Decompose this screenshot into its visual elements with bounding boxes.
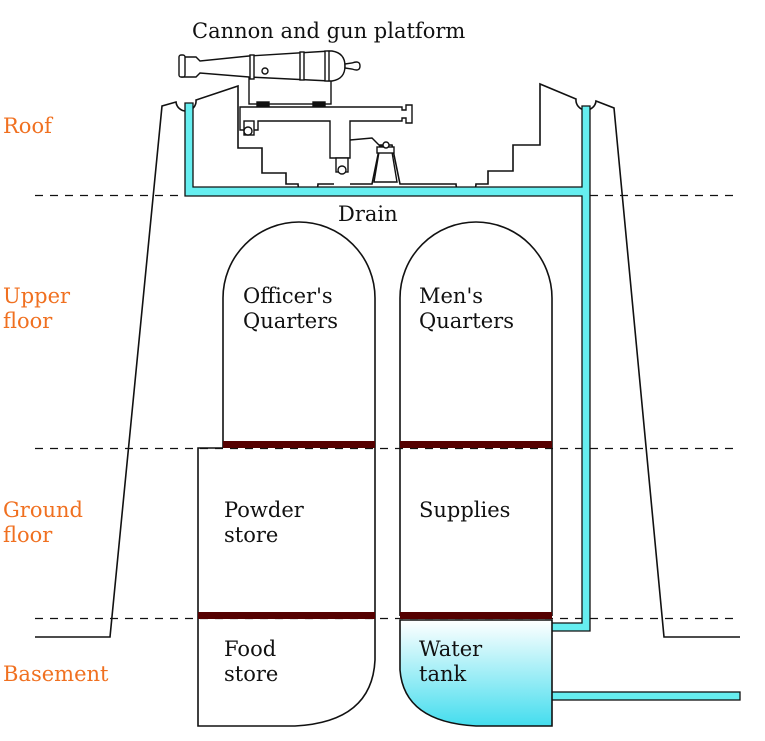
label-water-tank: Water <box>419 637 483 661</box>
label-water-tank-2: tank <box>419 662 466 686</box>
barrel-muzzle-ring <box>178 54 186 78</box>
food-store-room <box>197 616 376 727</box>
cannon <box>178 50 361 107</box>
right-wall <box>350 82 740 638</box>
barrel-band-2 <box>299 51 305 81</box>
beam-supplies-lower <box>400 612 552 619</box>
trunnion <box>261 67 269 75</box>
floor-divider-lines <box>35 194 740 620</box>
carriage-wheel-front <box>256 101 270 107</box>
water-tank <box>399 619 553 727</box>
platform-slide <box>239 104 413 159</box>
cascabel <box>344 61 361 71</box>
gun-platform <box>239 104 413 183</box>
floor-label-roof: Roof <box>3 114 54 138</box>
floor-label-ground-2: floor <box>3 523 53 547</box>
barrel-band-1 <box>249 54 255 80</box>
beam-officers-upper <box>223 441 375 448</box>
label-powder-store: Powder <box>224 498 305 522</box>
powder-store-room <box>197 447 223 616</box>
officers-quarters-room <box>222 221 376 448</box>
floor-beams <box>198 441 552 619</box>
barrel-band-3 <box>324 50 330 82</box>
label-mens-quarters-2: Quarters <box>419 309 514 333</box>
floor-label-ground: Ground <box>3 498 83 522</box>
label-food-store-2: store <box>224 662 278 686</box>
label-mens-quarters: Men's <box>419 284 483 308</box>
label-supplies: Supplies <box>419 498 510 522</box>
floor-label-upper: Upper <box>3 284 71 308</box>
drain-pipe-outlet <box>550 691 741 701</box>
beam-powder-lower <box>198 612 375 619</box>
drain-pipe <box>184 102 741 701</box>
drain-pipe-roof-channel <box>184 102 591 632</box>
front-truck-wheel <box>243 126 253 136</box>
carriage-wheel-rear <box>312 101 326 107</box>
label-powder-store-2: store <box>224 523 278 547</box>
label-officers-quarters: Officer's <box>243 284 333 308</box>
label-drain: Drain <box>338 202 398 226</box>
rooms <box>197 221 553 727</box>
rear-truck-wheel <box>337 165 347 175</box>
floor-labels: Roof Upper floor Ground floor Basement <box>3 114 109 686</box>
room-labels: Drain Officer's Quarters Men's Quarters … <box>224 202 514 686</box>
floor-label-basement: Basement <box>3 662 109 686</box>
beam-mens-upper <box>400 441 552 448</box>
mens-quarters-room <box>399 221 553 448</box>
label-officers-quarters-2: Quarters <box>243 309 338 333</box>
cannon-barrel <box>181 50 346 82</box>
diagram-title: Cannon and gun platform <box>192 19 465 43</box>
pivot-bolt <box>382 141 390 149</box>
label-food-store: Food <box>224 637 276 661</box>
floor-label-upper-2: floor <box>3 309 53 333</box>
